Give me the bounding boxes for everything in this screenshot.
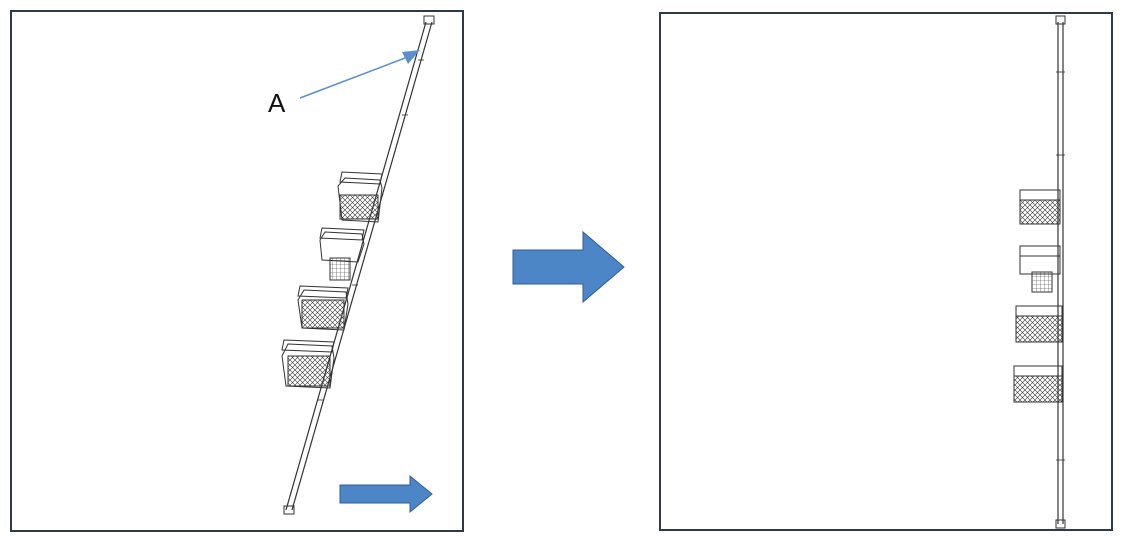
tilted-mast	[283, 15, 435, 515]
move-right-arrow-icon	[339, 474, 433, 514]
label-a: A	[268, 88, 286, 118]
vertical-basket-4	[1013, 365, 1063, 403]
tilted-basket-3	[297, 285, 349, 331]
tilted-basket-2	[319, 227, 365, 281]
tilted-basket-4	[281, 339, 335, 389]
tilted-basket-1	[337, 171, 383, 223]
vertical-basket-3	[1015, 305, 1063, 343]
pointer-arrow-icon	[299, 50, 420, 99]
vertical-basket-1	[1019, 189, 1061, 225]
vertical-mast	[1055, 15, 1066, 529]
before-panel	[10, 10, 464, 532]
transition-arrow-icon	[512, 230, 625, 304]
vertical-basket-2	[1019, 245, 1061, 293]
